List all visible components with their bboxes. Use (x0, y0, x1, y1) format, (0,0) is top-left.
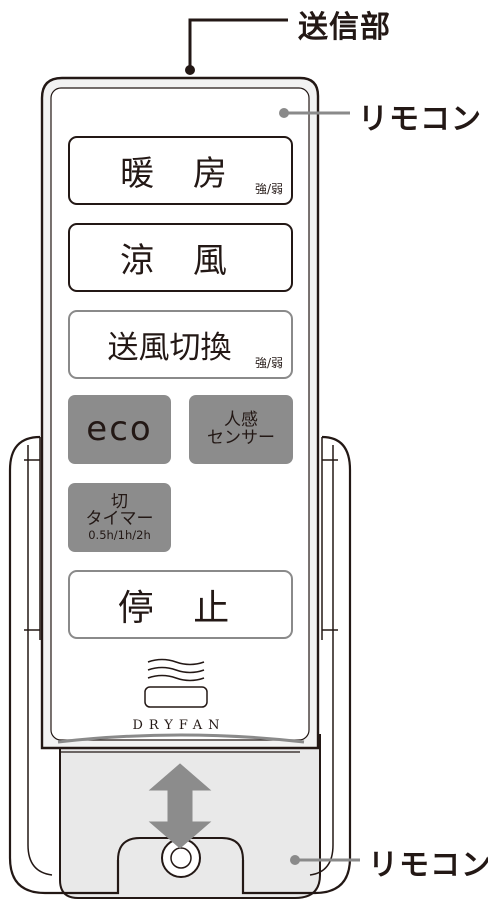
cool-label: 涼 風 (120, 241, 241, 281)
heat-label: 暖 房 (120, 154, 241, 194)
timer-label-line3: 0.5h/1h/2h (88, 528, 151, 543)
screw-hole-inner (170, 847, 192, 869)
holder-right-wall (241, 435, 352, 895)
fan-switch-label: 送風切換 (107, 330, 232, 366)
eco-label: eco (86, 408, 153, 449)
transmitter-dot (185, 65, 195, 75)
remote-label-bottom: リモコン (368, 848, 488, 883)
holder-left-wall (8, 435, 120, 895)
stop-label: 停 止 (117, 587, 244, 629)
timer-label-line1: 切 (111, 491, 128, 512)
remote-label-top: リモコン (358, 102, 482, 137)
timer-button[interactable]: 切 タイマー 0.5h/1h/2h (68, 483, 171, 552)
holder-left-inner (27, 445, 53, 876)
dryfan-logo-icon (144, 658, 208, 708)
sensor-label-line2: センサー (207, 427, 275, 448)
heat-button[interactable]: 暖 房 強/弱 (68, 136, 293, 205)
transmitter-label: 送信部 (298, 10, 391, 45)
slide-arrow-icon (148, 763, 212, 849)
sensor-label-line1: 人感 (224, 409, 258, 430)
sensor-button[interactable]: 人感 センサー (189, 395, 293, 464)
holder-left-slot (24, 437, 41, 640)
transmitter-leader (188, 18, 288, 70)
brand-name: DRYFAN (132, 718, 226, 733)
fan-switch-button[interactable]: 送風切換 強/弱 (68, 310, 293, 379)
fan-strength-label: 強/弱 (254, 356, 283, 370)
heat-strength-label: 強/弱 (254, 182, 283, 196)
timer-label-line2: タイマー (85, 509, 154, 530)
remote-bottom-band (57, 733, 305, 744)
stop-button[interactable]: 停 止 (68, 570, 293, 639)
cool-button[interactable]: 涼 風 (68, 223, 293, 292)
holder-right-slot (321, 437, 338, 640)
holder-right-inner (309, 445, 334, 876)
eco-button[interactable]: eco (68, 395, 171, 464)
